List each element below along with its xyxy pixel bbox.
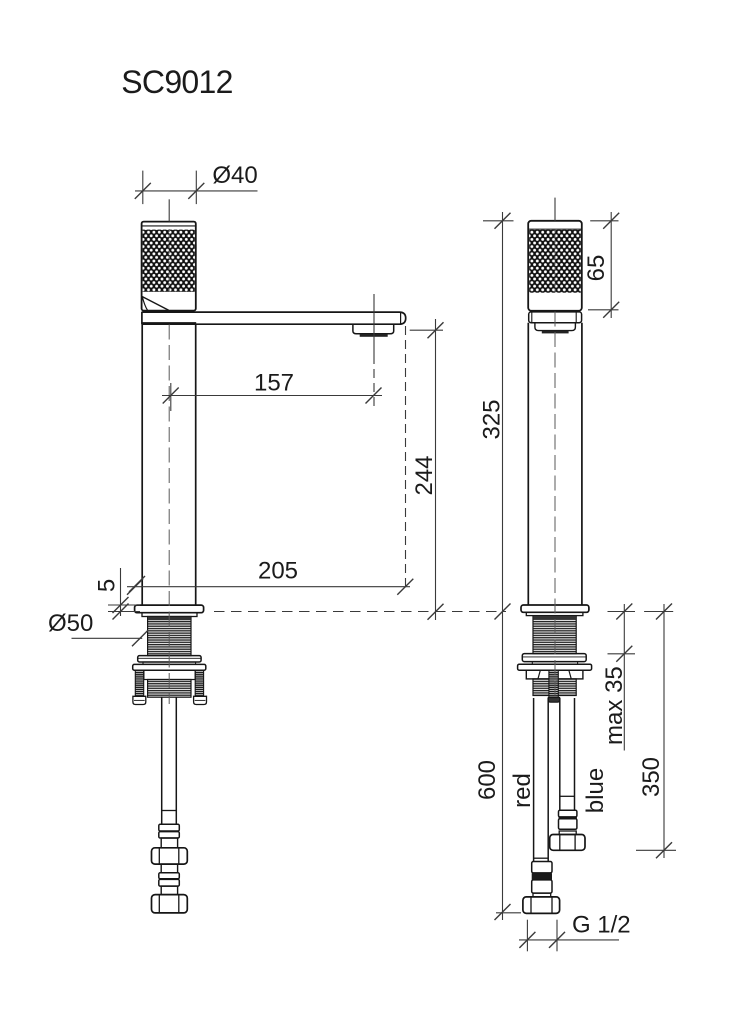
svg-text:65: 65 [583, 255, 610, 282]
svg-text:G 1/2: G 1/2 [572, 912, 631, 939]
svg-text:Ø50: Ø50 [48, 610, 93, 637]
svg-text:205: 205 [258, 558, 298, 585]
svg-text:600: 600 [474, 760, 501, 800]
svg-text:5: 5 [94, 579, 121, 592]
svg-text:Ø40: Ø40 [212, 162, 257, 189]
svg-text:max 35: max 35 [601, 666, 628, 745]
svg-text:244: 244 [411, 455, 438, 495]
svg-text:SC9012: SC9012 [121, 64, 232, 100]
svg-text:blue: blue [582, 768, 609, 813]
svg-text:157: 157 [254, 370, 294, 397]
svg-text:325: 325 [479, 399, 506, 439]
svg-text:350: 350 [638, 757, 665, 797]
svg-text:red: red [509, 773, 536, 808]
